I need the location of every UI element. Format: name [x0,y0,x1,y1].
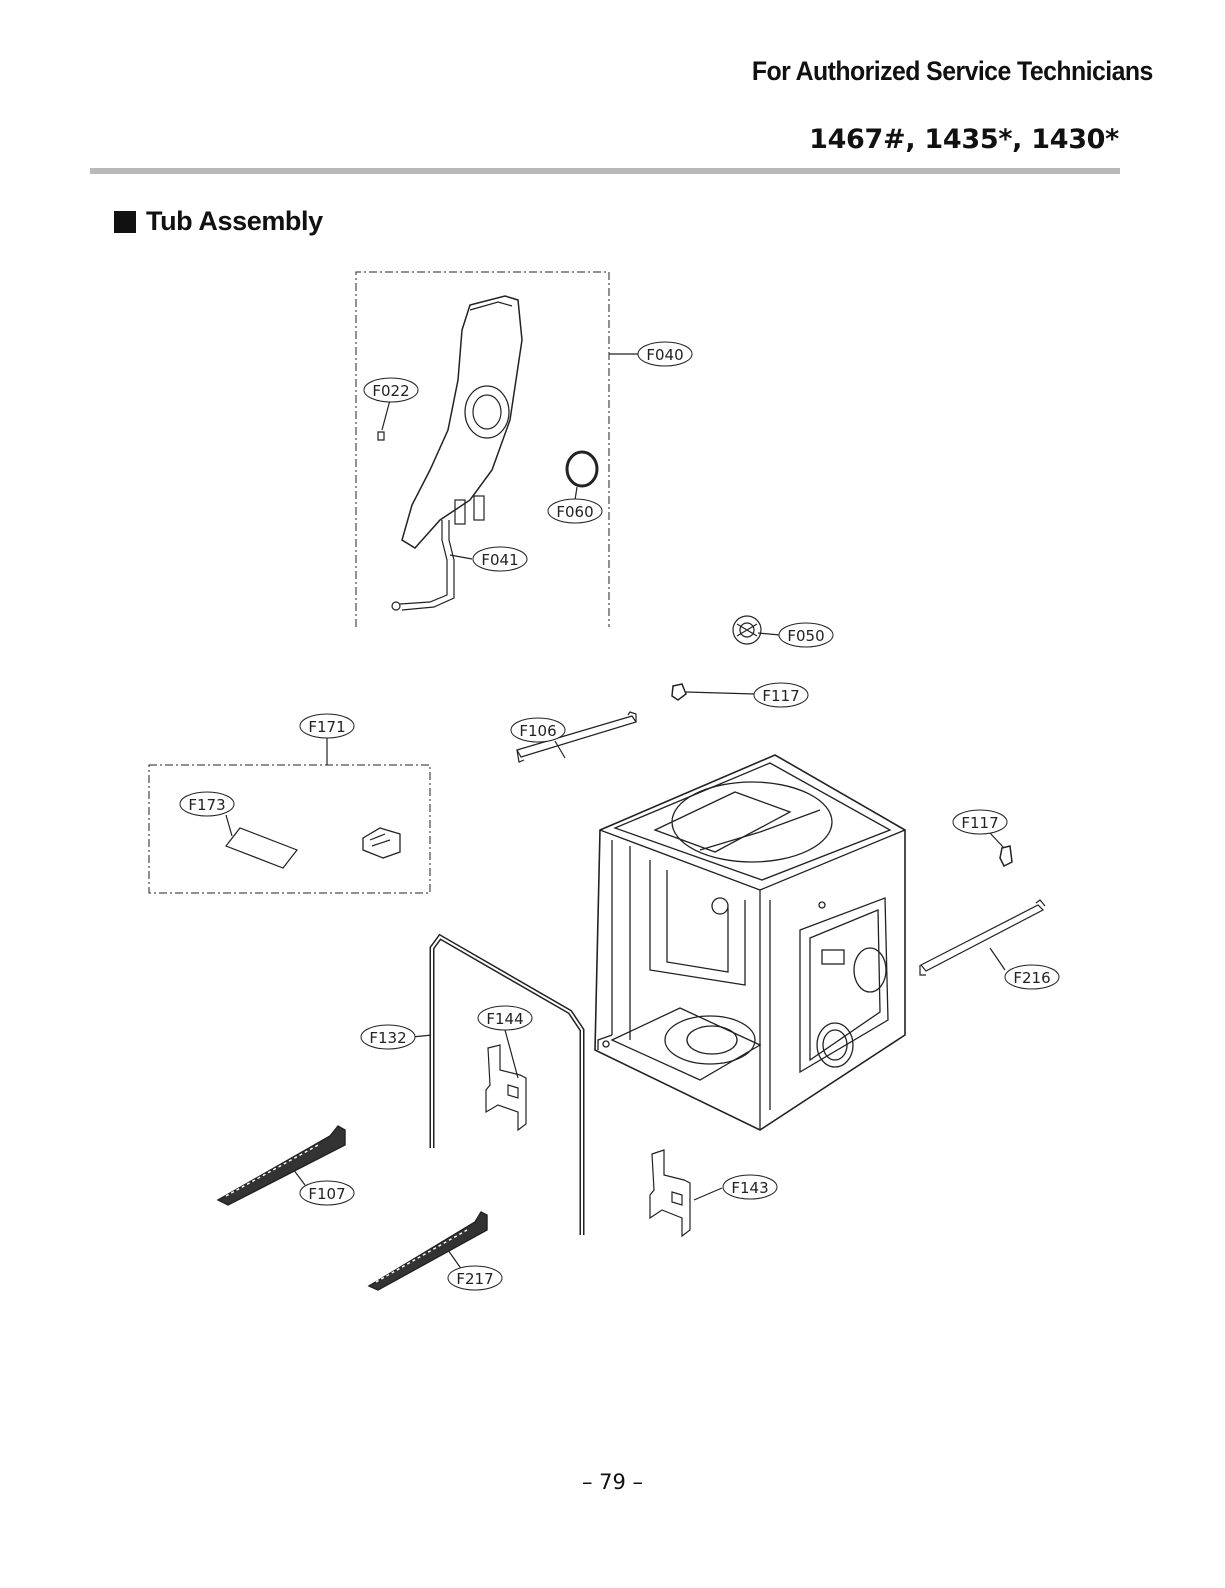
clip-part [362,827,401,859]
door-gasket-part [429,933,585,1235]
callout-f173: F173 [188,796,225,814]
rail-end-cap-part-a [671,683,687,701]
callout-f132: F132 [369,1029,406,1047]
callout-f040: F040 [646,346,683,364]
lower-rail-left-part [216,1125,346,1206]
callout-f106: F106 [519,722,556,740]
group-box-f040 [355,271,610,627]
rail-end-cap-part-b [999,845,1013,868]
header-divider [90,168,1120,174]
callout-f041: F041 [481,551,518,569]
callout-oval-f040 [637,341,693,367]
callout-oval-f060 [547,498,603,524]
callout-oval-f117b [952,809,1008,835]
callout-f117-upper: F117 [762,687,799,705]
callout-oval-f171 [299,713,355,739]
section-title: Tub Assembly [146,206,323,236]
page-header-audience: For Authorized Service Technicians [752,56,1153,86]
tub-body-part [594,754,906,1131]
callout-f171: F171 [308,718,345,736]
callout-f050: F050 [787,627,824,645]
manual-sheet-part [225,827,298,869]
callout-f060: F060 [556,503,593,521]
upper-rail-right-part [919,899,1046,976]
callout-f117-right: F117 [961,814,998,832]
sump-plate-part [377,295,523,611]
callout-f217: F217 [456,1270,493,1288]
callout-f143: F143 [731,1179,768,1197]
hinge-bracket-right-part [649,1149,691,1238]
callout-oval-f041 [472,546,528,572]
callout-oval-f106 [510,717,566,743]
callout-oval-f144 [477,1005,533,1031]
square-bullet-icon [114,210,136,233]
section-heading: Tub Assembly [114,206,323,237]
callout-oval-f022 [363,377,419,403]
callout-oval-f173 [179,791,235,817]
callout-oval-f117a [753,682,809,708]
page-number: – 79 – [581,1470,644,1494]
group-box-f171 [148,764,431,894]
lower-rail-right-part [367,1211,488,1291]
callout-oval-f107 [299,1180,355,1206]
o-ring-part [565,450,599,488]
callout-f144: F144 [486,1010,523,1028]
callout-f107: F107 [308,1185,345,1203]
callout-f022: F022 [372,382,409,400]
callout-oval-f050 [778,622,834,648]
model-numbers: 1467#, 1435*, 1430* [809,124,1119,155]
upper-rail-left-part [516,711,637,763]
callout-oval-f216 [1004,964,1060,990]
callout-f216: F216 [1013,969,1050,987]
bearing-part [732,615,762,645]
callout-oval-f217 [447,1265,503,1291]
callout-oval-f132 [360,1024,416,1050]
hinge-bracket-left-part [485,1044,527,1132]
callout-oval-f143 [722,1174,778,1200]
